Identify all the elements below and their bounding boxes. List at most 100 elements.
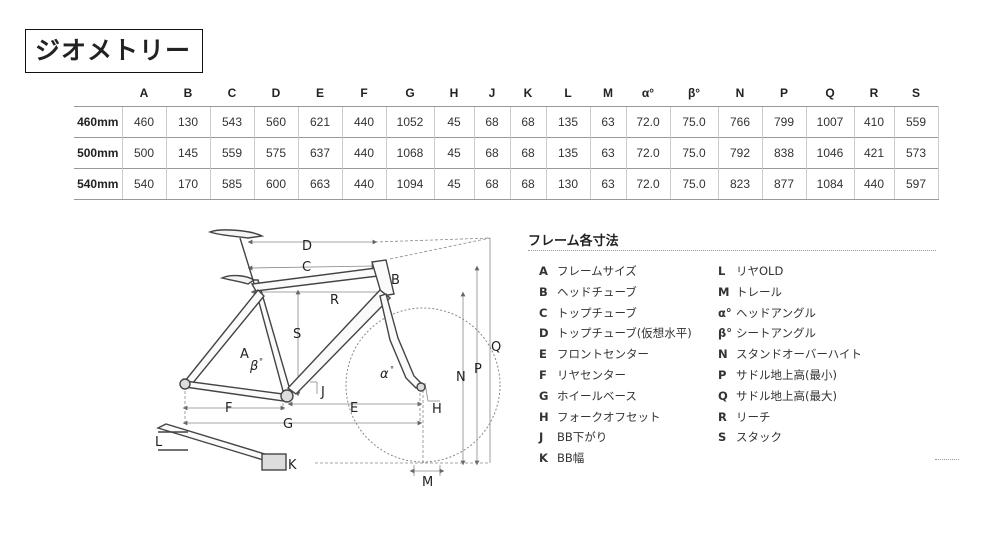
- table-cell: 421: [853, 137, 894, 169]
- row-size-label: 540mm: [74, 168, 122, 200]
- table-cell: 410: [853, 106, 894, 138]
- table-cell: 1007: [805, 106, 854, 138]
- table-cell: 799: [761, 106, 806, 138]
- label-L: L: [155, 435, 163, 450]
- legend-item: α°ヘッドアングル: [718, 303, 862, 324]
- table-cell: 792: [717, 137, 762, 169]
- legend-text: リヤOLD: [736, 264, 784, 278]
- legend-code: D: [539, 326, 549, 341]
- label-C: C: [302, 260, 311, 275]
- header-15: N: [735, 85, 745, 100]
- legend-title: フレーム各寸法: [528, 234, 619, 249]
- legend-end-divider: [935, 459, 959, 460]
- table-cell: 145: [165, 137, 210, 169]
- table-cell: 573: [893, 137, 939, 169]
- table-cell: 130: [165, 106, 210, 138]
- diagram-text: D C B R S A β ° α ° N P Q J F E H G L K …: [155, 239, 501, 490]
- label-H: H: [432, 402, 442, 417]
- legend-code: L: [718, 264, 726, 278]
- table-cell: 766: [717, 106, 762, 138]
- legend-item: β° シートアングル: [718, 323, 862, 344]
- legend-text: シートアングル: [736, 326, 817, 341]
- legend-code: J: [539, 430, 544, 445]
- legend-text: ヘッドアングル: [736, 305, 817, 320]
- label-F: F: [225, 401, 232, 416]
- table-cell: 575: [253, 137, 298, 169]
- header-3: C: [227, 85, 237, 100]
- table-cell: 63: [589, 168, 626, 200]
- legend-code: C: [539, 305, 548, 320]
- table-cell: 1052: [385, 106, 434, 138]
- label-alpha: α: [380, 367, 389, 382]
- legend-code: K: [539, 451, 548, 466]
- table-cell: 877: [761, 168, 806, 200]
- table-cell: 585: [209, 168, 254, 200]
- table-cell: 45: [433, 106, 474, 138]
- table-cell: 560: [253, 106, 298, 138]
- label-B: B: [391, 273, 400, 288]
- legend-code: H: [539, 409, 549, 424]
- legend-text: フォークオフセット: [557, 409, 661, 424]
- table-cell: 68: [509, 106, 546, 138]
- table-cell: 72.0: [625, 137, 670, 169]
- legend-text: サドル地上高(最小): [736, 367, 837, 382]
- table-cell: 621: [297, 106, 342, 138]
- label-P: P: [474, 362, 482, 377]
- legend-text: スタック: [736, 430, 782, 445]
- legend-code: β°: [718, 326, 732, 341]
- legend-code: E: [539, 347, 547, 362]
- table-cell: 68: [509, 137, 546, 169]
- header-14: β°: [687, 85, 701, 100]
- row-size-label: 460mm: [74, 106, 122, 138]
- label-D: D: [302, 239, 312, 254]
- legend-code: A: [539, 264, 548, 278]
- legend-code: P: [718, 367, 727, 382]
- table-cell: 823: [717, 168, 762, 200]
- header-5: E: [315, 85, 324, 100]
- header-11: L: [564, 85, 572, 100]
- legend-text: ホイールベース: [557, 388, 637, 403]
- table-cell: 1094: [385, 168, 434, 200]
- table-cell: 170: [165, 168, 210, 200]
- header-8: H: [449, 85, 459, 100]
- header-2: B: [183, 85, 193, 100]
- legend-code: G: [539, 388, 549, 403]
- legend-item: K BB幅: [539, 448, 692, 469]
- label-N: N: [456, 370, 466, 385]
- label-beta: β: [249, 359, 258, 374]
- table-cell: 637: [297, 137, 342, 169]
- table-cell: 838: [761, 137, 806, 169]
- label-S: S: [293, 327, 301, 342]
- legend-divider: [528, 250, 936, 251]
- table-cell: 45: [433, 168, 474, 200]
- table-cell: 130: [545, 168, 590, 200]
- table-cell: 1046: [805, 137, 854, 169]
- legend-text: ヘッドチューブ: [557, 284, 637, 299]
- table-cell: 597: [893, 168, 939, 200]
- row-size-label: 500mm: [74, 137, 122, 169]
- table-cell: 75.0: [669, 137, 718, 169]
- table-cell: 72.0: [625, 106, 670, 138]
- table-cell: 45: [433, 137, 474, 169]
- table-cell: 600: [253, 168, 298, 200]
- header-1: A: [139, 85, 149, 100]
- label-E: E: [350, 401, 358, 416]
- legend-text: BB幅: [557, 451, 585, 466]
- table-cell: 1084: [805, 168, 854, 200]
- legend-text: サドル地上高(最大): [736, 388, 837, 403]
- table-cell: 68: [473, 168, 510, 200]
- legend-item: P サドル地上高(最小): [718, 365, 862, 386]
- table-cell: 72.0: [625, 168, 670, 200]
- table-cell: 75.0: [669, 168, 718, 200]
- header-18: R: [869, 85, 879, 100]
- header-4: D: [271, 85, 281, 100]
